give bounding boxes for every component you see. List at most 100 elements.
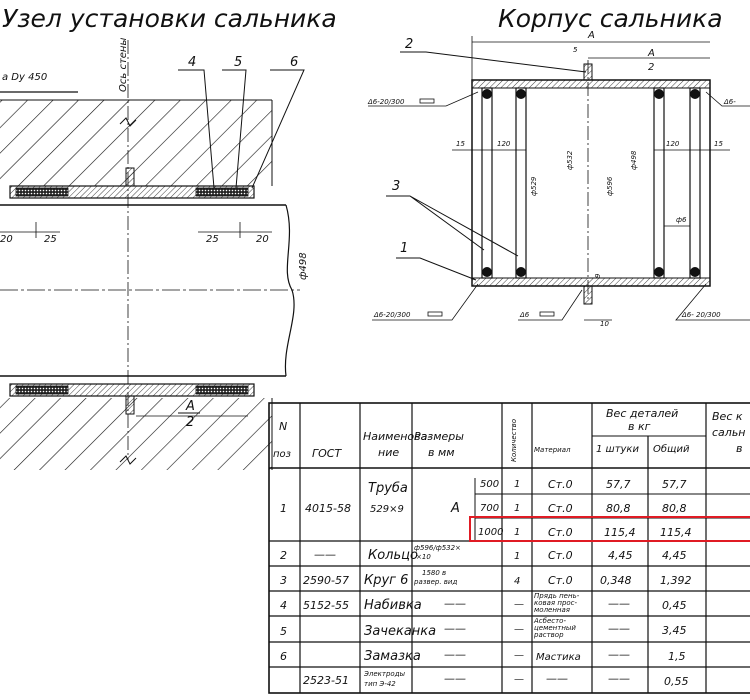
table-cell: ——	[444, 597, 466, 610]
header-weight-gland-3: в	[736, 442, 742, 455]
table-cell: —	[514, 599, 524, 610]
table-cell: ——	[444, 672, 466, 685]
header-material: Материал	[534, 446, 571, 454]
table-cell: 4	[280, 599, 287, 612]
table-cell: 4015-58	[305, 502, 351, 515]
table-row: 2523-51 Электроды тип Э-42 —— — —— —— 0,…	[303, 670, 689, 688]
table-cell: 529×9	[370, 504, 404, 515]
table-cell: A	[450, 501, 460, 516]
table-cell: —	[514, 674, 524, 685]
table-cell: Замазка	[364, 649, 421, 664]
callout-3: 3	[392, 179, 400, 194]
callout-6: 6	[290, 55, 298, 70]
header-qty: Количество	[510, 419, 518, 462]
header-weight-one: 1 штуки	[596, 444, 639, 455]
table-cell: 1	[514, 503, 520, 514]
table-cell: Ст.0	[548, 502, 573, 515]
callout-1: 1	[400, 241, 408, 256]
table-cell: 5152-55	[303, 599, 349, 612]
header-weight-parts-2: в кг	[628, 420, 651, 433]
table-row: 4 5152-55 Набивка —— — Прядь пень- ковая…	[280, 592, 687, 614]
dim-d6: ф6	[676, 216, 687, 224]
dim-diameter: ф498	[298, 252, 309, 280]
dim-10: 10	[600, 320, 609, 328]
table-cell: Кольцо	[368, 548, 418, 563]
table-cell: 1,5	[668, 650, 686, 663]
table-cell: 4,45	[662, 549, 687, 562]
table-cell: 5	[280, 625, 287, 638]
table-cell: Асбесто-	[533, 617, 566, 625]
table-row: 1 4015-58 Труба 529×9 A 500 1 Ст.0 57,7 …	[280, 478, 750, 542]
dim-9: 9	[594, 273, 602, 278]
weld-bottom-right: Δ6- 20/300	[681, 311, 721, 319]
table-cell: цементный	[534, 624, 576, 632]
table-cell: ——	[444, 648, 466, 661]
dim-a-top: A	[587, 30, 595, 41]
table-cell: ——	[444, 622, 466, 635]
table-row: 2 —— Кольцо ф596/ф532× ×10 1 Ст.0 4,45 4…	[280, 544, 687, 563]
table-cell: Зачеканка	[364, 624, 436, 639]
specification-table: N поз ГОСТ Наименова- ние Размеры в мм К…	[268, 402, 750, 694]
table-cell: 80,8	[606, 502, 631, 515]
table-cell: 3,45	[662, 624, 687, 637]
dim-a-half-den: 2	[648, 62, 654, 73]
header-weight-gland-1: Вес к	[712, 410, 743, 423]
table-cell: —	[514, 624, 524, 635]
table-cell: ×10	[416, 553, 431, 561]
dim-a-half-num: A	[647, 48, 655, 59]
table-cell: 1580 в	[422, 569, 446, 577]
table-cell: 3	[280, 574, 287, 587]
table-cell: тип Э-42	[364, 680, 396, 688]
header-size-2: в мм	[428, 446, 455, 459]
dn-label: а Dу 450	[2, 72, 47, 83]
dim-5: 5	[573, 46, 578, 54]
table-cell: ——	[608, 597, 630, 610]
table-cell: ——	[546, 672, 568, 685]
table-cell: 1	[280, 502, 287, 515]
table-cell: 0,55	[664, 675, 689, 688]
header-weight-parts-1: Вес деталей	[606, 407, 678, 420]
table-cell: 0,348	[600, 574, 632, 587]
dim-d498: ф498	[630, 150, 638, 170]
weld-top-left: Δ6-20/300	[367, 98, 405, 106]
table-cell: Круг 6	[364, 573, 408, 588]
table-cell: Электроды	[363, 670, 406, 678]
header-n: N	[279, 420, 287, 433]
dim-15-left: 15	[456, 140, 465, 148]
table-row: 5 Зачеканка —— — Асбесто- цементный раст…	[280, 617, 687, 639]
table-cell: Набивка	[364, 598, 422, 613]
table-cell: ——	[314, 548, 336, 561]
table-cell: 4,45	[608, 549, 633, 562]
dim-d529: ф529	[530, 176, 538, 196]
dim-120-left: 120	[497, 140, 511, 148]
header-poz: поз	[273, 449, 291, 460]
dim-20-left: 20	[0, 234, 13, 245]
table-cell: 1	[514, 479, 520, 490]
table-cell: Ст.0	[548, 549, 573, 562]
table-cell: 0,45	[662, 599, 687, 612]
table-cell: 1,392	[660, 574, 692, 587]
table-cell: 57,7	[606, 478, 631, 491]
table-cell: Ст.0	[548, 526, 573, 539]
table-cell: ——	[608, 622, 630, 635]
dim-120-right: 120	[666, 140, 680, 148]
table-cell: ——	[608, 672, 630, 685]
table-cell: 6	[280, 650, 287, 663]
table-cell: Прядь пень-	[534, 592, 580, 600]
header-name-1: Наименова-	[363, 430, 431, 443]
table-cell: 2	[280, 549, 287, 562]
wall-section-lower	[0, 398, 272, 470]
header-name-2: ние	[378, 446, 399, 459]
table-cell: 1	[514, 527, 520, 538]
dim-20-right: 20	[256, 234, 269, 245]
table-cell: 115,4	[660, 526, 692, 539]
wall-section-upper	[0, 100, 272, 186]
table-cell: 700	[480, 503, 499, 514]
table-cell: Труба	[368, 481, 408, 496]
header-weight-gland-2: сальн	[712, 426, 746, 439]
table-cell: раствор	[533, 631, 564, 639]
table-cell: ф596/ф532×	[414, 544, 461, 552]
table-cell: развер. вид	[413, 578, 457, 586]
header-weight-total: Общий	[653, 443, 690, 455]
